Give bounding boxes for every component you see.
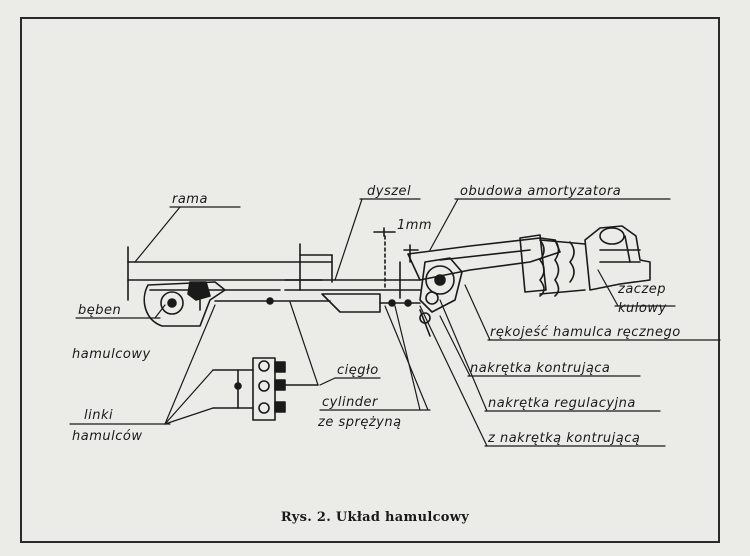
label-nakretka-regulacyjna: nakrętka regulacyjna [488,396,636,411]
shock-absorber-housing [407,234,586,297]
label-obudowa: obudowa amortyzatora [460,184,621,199]
cable-linkage-block [212,357,319,421]
figure-caption: Rys. 2. Układ hamulcowy [280,510,470,525]
label-beben-line2: hamulcowy [72,347,151,362]
figure-frame [20,17,720,543]
label-rama: rama [172,192,208,207]
label-z-nakretka: z nakrętką kontrującą [487,431,640,446]
label-linki-line2: hamulców [72,429,142,444]
label-zaczep-line2: kulowy [618,301,667,316]
ball-hitch [584,225,651,291]
frame-beam [127,243,333,301]
label-dyszel: dyszel [367,184,411,199]
label-zaczep-line1: zaczep [617,282,666,297]
leader-lines [69,198,721,447]
label-nakretka-kontrujaca: nakrętka kontrująca [470,361,610,376]
label-ciegno: cięgło [337,363,379,378]
label-linki-line1: linki [84,408,113,423]
label-cylinder-line1: cylinder [322,395,379,410]
label-beben-line1: bęben [78,303,121,318]
label-gap-1mm: 1mm [397,218,432,233]
brake-drum [143,281,281,327]
label-cylinder-line2: ze sprężyną [317,415,402,430]
spring-cylinder [321,293,421,313]
drawbar [284,261,421,299]
label-rekojesc: rękojeść hamulca ręcznego [490,325,681,340]
gap-dimension [373,227,396,291]
handbrake-lever [403,244,463,337]
brake-rod [214,297,331,305]
